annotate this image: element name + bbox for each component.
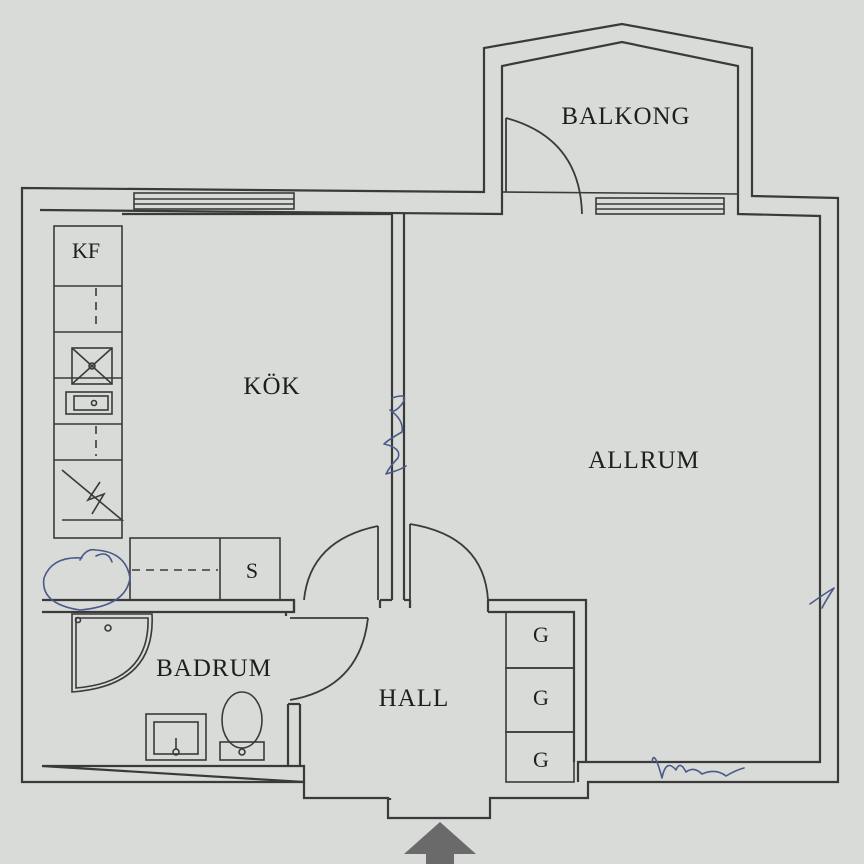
door-living-room: [409, 523, 489, 601]
shower-icon: [71, 613, 153, 693]
window-living-room: [595, 197, 725, 215]
door-bathroom: [289, 617, 369, 701]
washbasin-icon: [145, 713, 207, 761]
door-balcony: [505, 117, 583, 215]
closet-label-1: G: [533, 622, 549, 647]
room-label-kok: KÖK: [243, 373, 300, 400]
door-kitchen: [303, 525, 379, 601]
pen-annotation-living-room: [809, 587, 835, 609]
closet-label-2: G: [533, 685, 549, 710]
fixture-label-kf: KF: [72, 238, 100, 263]
room-label-allrum: ALLRUM: [588, 447, 700, 474]
window-kitchen: [133, 192, 295, 210]
toilet-icon: [219, 691, 265, 761]
room-label-balkong: BALKONG: [561, 103, 690, 130]
pen-annotation-kitchen: [383, 395, 407, 475]
sink-icon: [65, 391, 113, 415]
fixture-label-s: S: [246, 558, 258, 583]
kitchen-counter: [53, 225, 281, 601]
pen-annotation-bottom: [651, 756, 745, 779]
dishwasher-icon: [61, 469, 125, 521]
room-label-hall: HALL: [379, 685, 450, 712]
interior-walls: [42, 212, 588, 766]
closets: [505, 611, 575, 783]
pen-circle-annotation: [42, 548, 131, 611]
closet-label-3: G: [533, 747, 549, 772]
entrance-arrow-icon: [404, 822, 476, 864]
stove-icon: [71, 347, 113, 385]
outer-walls: [20, 22, 840, 820]
room-label-badrum: BADRUM: [156, 655, 272, 682]
